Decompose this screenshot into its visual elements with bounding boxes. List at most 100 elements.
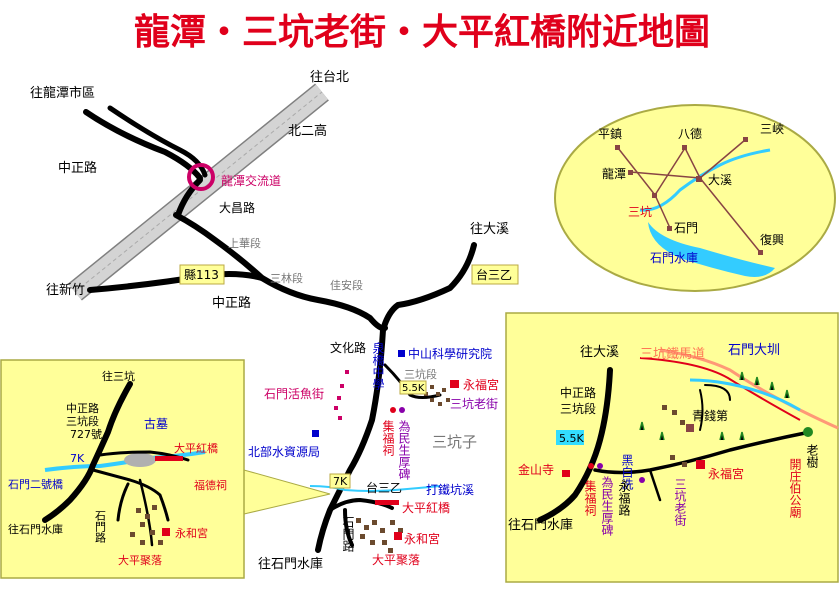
label-wenhua-rd: 文化路	[330, 340, 366, 355]
label-tai-3b-lower: 台三乙	[366, 480, 402, 495]
label-to-hsinchu: 往新竹	[46, 282, 85, 298]
yonghe-temple-marker	[394, 532, 402, 540]
road-dachang	[173, 212, 388, 332]
sankeng-railway	[639, 357, 801, 421]
water-bureau-marker	[312, 430, 319, 437]
label-sankeng-old-street: 三坑老街	[450, 396, 498, 411]
daping-inset-pointer	[243, 469, 331, 515]
label-daping-no2-bridge: 石門二號橋	[8, 477, 63, 491]
region-reservoir	[648, 222, 775, 277]
label-longtan: 龍潭	[602, 166, 626, 181]
label-zhongshan-institute: 中山科學研究院	[408, 346, 492, 361]
region-labels: 平鎮 八德 三峽 龍潭 大溪 三坑 石門 復興 石門水庫	[598, 122, 784, 265]
label-sankeng: 三坑	[628, 204, 652, 219]
label-sankeng-to-reservoir: 往石門水庫	[508, 518, 573, 533]
label-sankeng-old-street: 三坑老街	[673, 478, 687, 526]
label-sankeng-5-5k: 5.5K	[559, 432, 584, 445]
sankeng-jinshan-marker	[562, 470, 570, 477]
longtan-interchange-marker	[187, 163, 215, 191]
yongfu-temple-marker	[450, 380, 459, 388]
map-title: 龍潭・三坑老街・大平紅橋附近地圖	[134, 11, 710, 53]
label-daping-yonghe: 永和宮	[175, 526, 208, 540]
sankeng-old-tree-marker	[803, 427, 813, 437]
freeway-north-2nd	[68, 83, 329, 301]
road-to-hsinchu	[87, 271, 265, 293]
label-fuxing: 復興	[760, 232, 784, 247]
label-km-5-5: 5.5K	[402, 383, 425, 394]
label-longtan-interchange: 龍潭交流道	[221, 173, 281, 188]
label-sankengzi: 三坑子	[432, 433, 477, 451]
label-daping-sankeng-sec: 三坑段	[66, 414, 99, 428]
inset-daping: 往三坑 中正路 三坑段 727號 古墓 7K 大平紅橋 石門二號橋 福德祠 往石…	[0, 359, 245, 579]
label-sankeng-qingqian: 青錢第	[692, 408, 728, 423]
label-daping-7k: 7K	[70, 452, 85, 465]
sankeng-heibai-marker	[639, 477, 645, 483]
label-tai-3b: 台三乙	[476, 267, 512, 282]
label-daxi: 大溪	[708, 173, 732, 187]
fish-farm-markers	[334, 370, 349, 420]
label-sankeng-to-daxi: 往大溪	[580, 345, 619, 360]
label-red-bridge: 大平紅橋	[402, 501, 450, 515]
km-5-5-box	[399, 380, 427, 395]
road-tai-3b-main	[315, 327, 386, 553]
sankeng-panel	[505, 312, 839, 583]
weimin-monument-marker	[399, 407, 405, 413]
sankeng-canal	[659, 348, 839, 430]
sankeng-labels: 往大溪 三坑鐵馬道 石門大圳 中正路 三坑段 青錢第 5.5K 金山寺 黑白洗 …	[508, 343, 819, 536]
daping-houses	[356, 518, 403, 553]
sankeng-houses	[424, 385, 450, 406]
daping-labels: 往三坑 中正路 三坑段 727號 古墓 7K 大平紅橋 石門二號橋 福德祠 往石…	[8, 369, 227, 567]
road-shimen-lower	[343, 508, 354, 547]
label-sankeng-jinshan: 金山寺	[518, 462, 554, 477]
road-sankeng-branch	[383, 363, 442, 399]
label-pingzhen: 平鎮	[598, 126, 622, 141]
region-roads	[617, 139, 761, 253]
daping-tomb-area	[124, 453, 156, 467]
label-daping-village: 大平聚落	[118, 553, 162, 567]
label-jiaan: 佳安段	[330, 278, 363, 292]
label-zhongzheng-bottom: 中正路	[212, 295, 251, 311]
label-to-shimen-reservoir: 往石門水庫	[258, 557, 323, 572]
label-yonghe-temple: 永和宮	[404, 531, 440, 546]
label-county-113: 縣113	[184, 268, 219, 282]
label-daping-shimen-rd: 石門路	[94, 510, 107, 544]
label-sankeng-section: 三坑段	[560, 401, 596, 416]
sankeng-5-5k-box	[556, 430, 584, 445]
sankeng-jifu-marker	[588, 463, 594, 469]
label-to-longtan-city: 往龍潭市區	[30, 85, 95, 101]
label-daping-village: 大平聚落	[372, 553, 420, 567]
sankeng-water	[689, 378, 801, 412]
label-sankeng-weimin: 為民生厚碑	[600, 476, 614, 536]
label-daping-to-reservoir: 往石門水庫	[8, 522, 63, 536]
road-to-daxi	[380, 242, 477, 333]
label-zhongzheng-top: 中正路	[58, 160, 97, 176]
sankeng-trees	[639, 371, 790, 441]
label-sanxia: 三峽	[760, 122, 784, 136]
label-to-daxi: 往大溪	[470, 222, 509, 237]
sankeng-houses-inset	[662, 405, 687, 467]
label-daping-zhongzheng: 中正路	[66, 402, 99, 415]
label-daping-727: 727號	[70, 428, 102, 441]
label-sankeng-old-tree: 老樹	[805, 444, 819, 468]
label-sankeng-jifu: 集福祠	[583, 479, 597, 516]
sankeng-qingqian-marker	[686, 424, 694, 432]
daping-yonghe-marker	[162, 528, 170, 536]
sankeng-yongfu-marker	[696, 460, 705, 469]
zhongshan-institute-marker	[398, 350, 405, 357]
label-quanqiao: 泉橋中學	[371, 342, 385, 391]
label-shimen-reservoir: 石門水庫	[650, 251, 698, 265]
road-zhongzheng-top	[175, 177, 203, 218]
label-sankeng-yongfu-rd: 永福路	[617, 480, 631, 517]
jifu-shrine-marker	[390, 407, 396, 413]
km-7-box	[329, 473, 351, 489]
road-to-longtan-city	[83, 109, 203, 181]
label-water-bureau: 北部水資源局	[248, 444, 320, 459]
label-north-2nd: 北二高	[288, 123, 327, 139]
label-weimin-monument: 為民生厚碑	[397, 420, 411, 480]
label-to-taipei: 往台北	[310, 70, 349, 85]
label-sankeng-section: 三坑段	[404, 367, 437, 381]
label-sankeng-railway: 三坑鐵馬道	[640, 346, 705, 362]
label-dachang-rd: 大昌路	[219, 200, 255, 215]
